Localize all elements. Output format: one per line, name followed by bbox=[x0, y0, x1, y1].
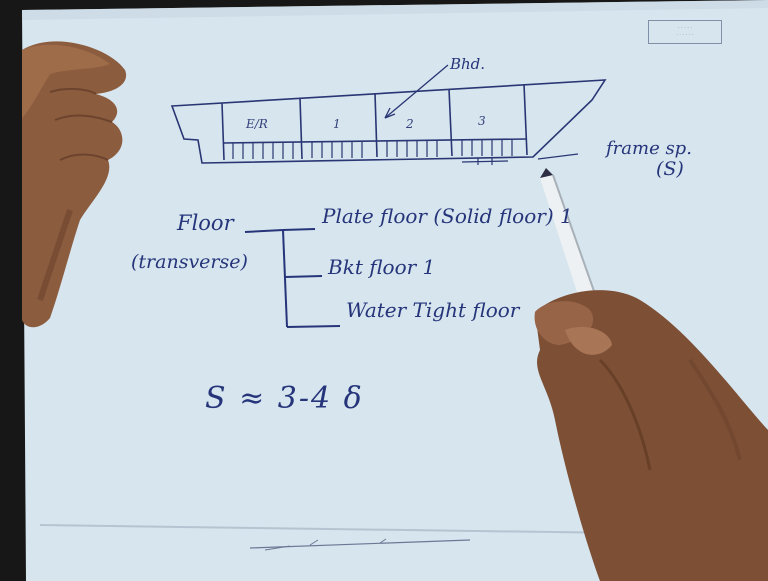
tree-vertical-line bbox=[282, 229, 288, 328]
bulkhead-line bbox=[374, 92, 378, 158]
engine-room-label: E/R bbox=[246, 117, 268, 131]
bulkhead-arrowhead bbox=[384, 107, 396, 119]
bulkhead-arrow bbox=[384, 64, 449, 119]
bracket-floor-note: Bkt floor 1 bbox=[328, 255, 436, 279]
bottom-sketch-marks bbox=[264, 538, 387, 551]
tree-branch-bracket bbox=[284, 275, 323, 278]
bulkhead-line bbox=[523, 83, 528, 156]
watertight-floor-note: Water Tight floor bbox=[346, 298, 520, 322]
floor-divisions bbox=[232, 139, 513, 159]
ship-profile-sketch bbox=[170, 64, 607, 165]
bulkhead-line bbox=[299, 97, 303, 160]
spacing-equation: S ≈ 3-4 δ bbox=[205, 381, 364, 416]
double-bottom-line bbox=[222, 138, 528, 144]
compartment-2-label: 2 bbox=[406, 117, 414, 131]
floor-heading: Floor bbox=[177, 211, 234, 235]
frame-spacing-leader bbox=[537, 153, 579, 160]
floor-tree-bracket bbox=[244, 228, 341, 328]
tree-branch-plate bbox=[282, 228, 316, 231]
bulkhead-line bbox=[221, 102, 225, 161]
corner-stamp-logo: · · · · ·· · · · · · bbox=[648, 20, 722, 44]
hand-right-with-pen bbox=[534, 290, 768, 581]
transverse-label: (transverse) bbox=[131, 251, 248, 273]
frame-spacing-dimension bbox=[461, 158, 509, 165]
frame-symbol-label: (S) bbox=[656, 158, 684, 180]
plate-floor-note: Plate floor (Solid floor) 1 bbox=[322, 204, 573, 228]
tree-branch-watertight bbox=[286, 325, 341, 328]
paper-edge bbox=[22, 0, 768, 20]
floor-stem-line bbox=[244, 229, 284, 233]
bulkhead-line bbox=[448, 88, 453, 157]
hand-left bbox=[22, 41, 127, 328]
bulkhead-label: Bhd. bbox=[450, 55, 486, 73]
compartment-3-label: 3 bbox=[478, 114, 486, 128]
frame-spacing-label: frame sp. bbox=[606, 138, 692, 159]
hull-outline bbox=[170, 79, 607, 164]
compartment-1-label: 1 bbox=[333, 117, 341, 131]
